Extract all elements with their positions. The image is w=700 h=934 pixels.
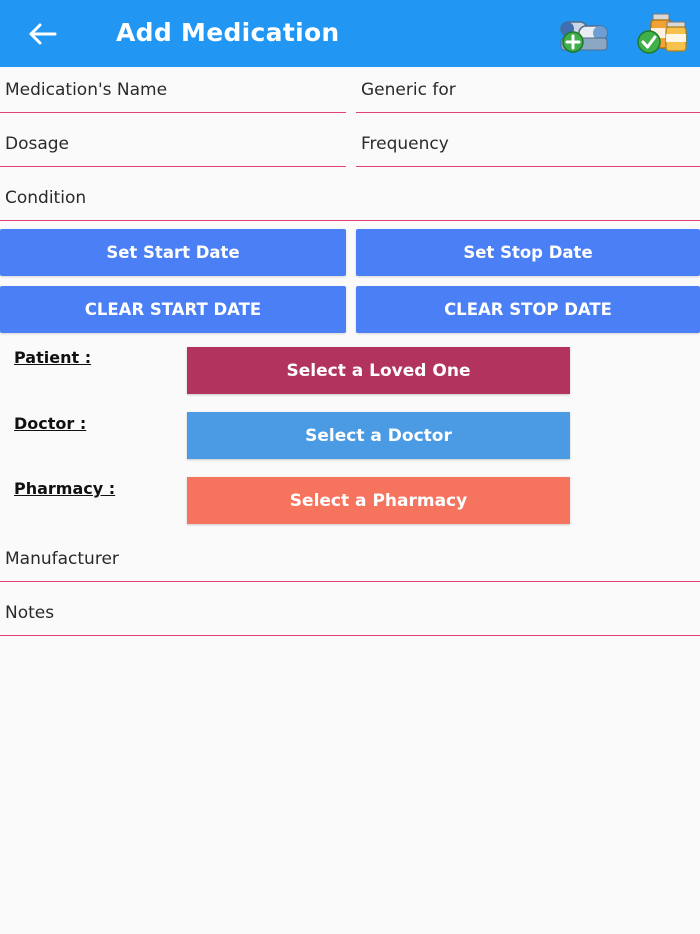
notes-field[interactable] bbox=[0, 590, 700, 636]
generic-for-field[interactable] bbox=[356, 67, 700, 113]
back-button[interactable] bbox=[22, 16, 62, 52]
add-medication-button[interactable] bbox=[556, 10, 614, 58]
add-medication-icon bbox=[560, 21, 608, 53]
pharmacy-label: Pharmacy : bbox=[14, 479, 116, 498]
condition-field[interactable] bbox=[0, 175, 700, 221]
medication-name-input[interactable] bbox=[0, 67, 346, 112]
generic-for-input[interactable] bbox=[356, 67, 700, 112]
patient-label: Patient : bbox=[14, 348, 92, 367]
clear-start-date-button[interactable]: CLEAR START DATE bbox=[0, 286, 346, 333]
dosage-input[interactable] bbox=[0, 121, 346, 166]
dosage-field[interactable] bbox=[0, 121, 346, 167]
app-bar: Add Medication bbox=[0, 0, 700, 67]
condition-input[interactable] bbox=[0, 175, 700, 220]
manufacturer-input[interactable] bbox=[0, 536, 700, 581]
set-stop-date-button[interactable]: Set Stop Date bbox=[356, 229, 700, 276]
frequency-field[interactable] bbox=[356, 121, 700, 167]
clear-stop-date-button[interactable]: CLEAR STOP DATE bbox=[356, 286, 700, 333]
save-medication-icon bbox=[637, 13, 687, 54]
set-start-date-button[interactable]: Set Start Date bbox=[0, 229, 346, 276]
manufacturer-field[interactable] bbox=[0, 536, 700, 582]
medication-name-field[interactable] bbox=[0, 67, 346, 113]
select-doctor-button[interactable]: Select a Doctor bbox=[187, 412, 570, 459]
doctor-label: Doctor : bbox=[14, 414, 87, 433]
select-loved-one-button[interactable]: Select a Loved One bbox=[187, 347, 570, 394]
notes-input[interactable] bbox=[0, 590, 700, 635]
page-title: Add Medication bbox=[116, 18, 340, 47]
select-pharmacy-button[interactable]: Select a Pharmacy bbox=[187, 477, 570, 524]
frequency-input[interactable] bbox=[356, 121, 700, 166]
save-medication-button[interactable] bbox=[634, 10, 692, 58]
arrow-left-icon bbox=[29, 23, 57, 45]
